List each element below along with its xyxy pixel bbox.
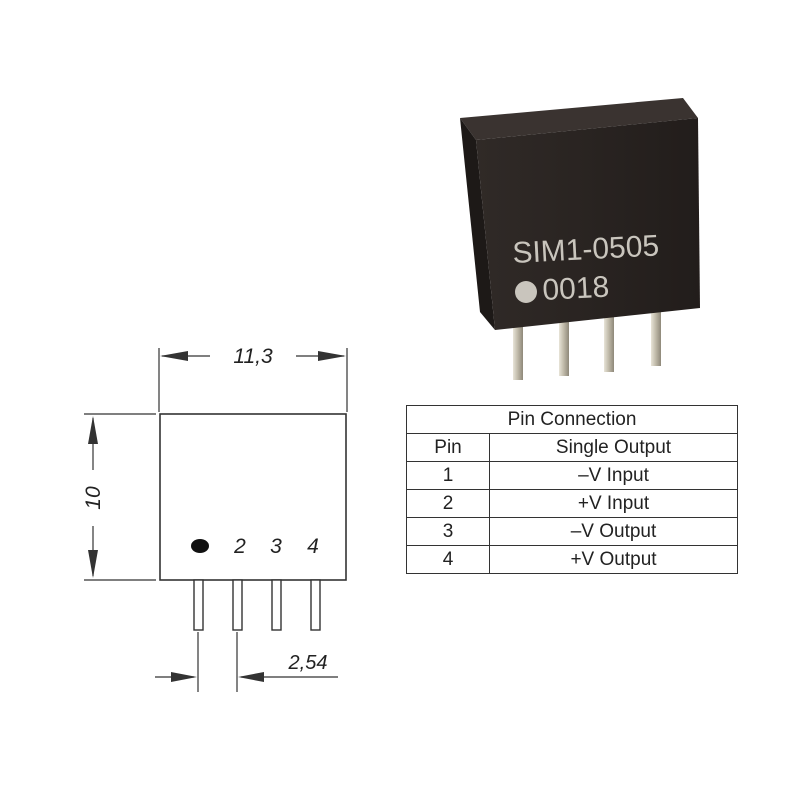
row-function: –V Output [489,517,738,546]
component-outline [159,413,347,581]
outline-pin-1 [193,579,204,631]
table-title: Pin Connection [406,405,738,434]
lot-code-label: 0018 [542,271,610,307]
part-number-label: SIM1-0505 [512,229,660,270]
outline-pin-4 [310,579,321,631]
row-pin: 4 [406,545,490,574]
width-arrow-left [160,351,188,361]
width-dimension-label: 11,3 [233,345,273,368]
row-function: +V Input [489,489,738,518]
table-row: 4 +V Output [406,545,738,574]
component-side-face [460,118,495,330]
component-front-face [476,118,700,330]
table-row: 3 –V Output [406,517,738,546]
height-arrow-bottom [88,550,98,578]
pin-number-2: 2 [233,535,246,558]
table-header-row: Pin Single Output [406,433,738,462]
component-top-face [460,98,698,140]
pitch-dimension-label: 2,54 [288,652,328,674]
outline-pin-3 [271,579,282,631]
pin-connection-table: Pin Connection Pin Single Output 1 –V In… [406,405,738,574]
header-pin: Pin [406,433,490,462]
pin-1-marker-dot [515,281,537,303]
pitch-arrow-right [238,672,264,682]
pin-4-leg [651,302,661,366]
table-title-row: Pin Connection [406,405,738,434]
height-arrow-top [88,416,98,444]
table-row: 1 –V Input [406,461,738,490]
header-single-output: Single Output [489,433,738,462]
pin-1-leg [513,312,523,380]
row-function: +V Output [489,545,738,574]
row-pin: 2 [406,489,490,518]
outline-pin-2 [232,579,243,631]
pin-2-leg [559,312,569,376]
row-pin: 3 [406,517,490,546]
row-pin: 1 [406,461,490,490]
pin-3-leg [604,312,614,372]
row-function: –V Input [489,461,738,490]
table-row: 2 +V Input [406,489,738,518]
height-dimension-label: 10 [82,486,105,510]
outline-pin-1-dot [191,539,209,553]
width-arrow-right [318,351,346,361]
pin-number-3: 3 [270,535,282,558]
pin-number-4: 4 [307,535,319,558]
pitch-arrow-left [171,672,197,682]
component-photo: SIM1-0505 0018 [460,98,700,380]
